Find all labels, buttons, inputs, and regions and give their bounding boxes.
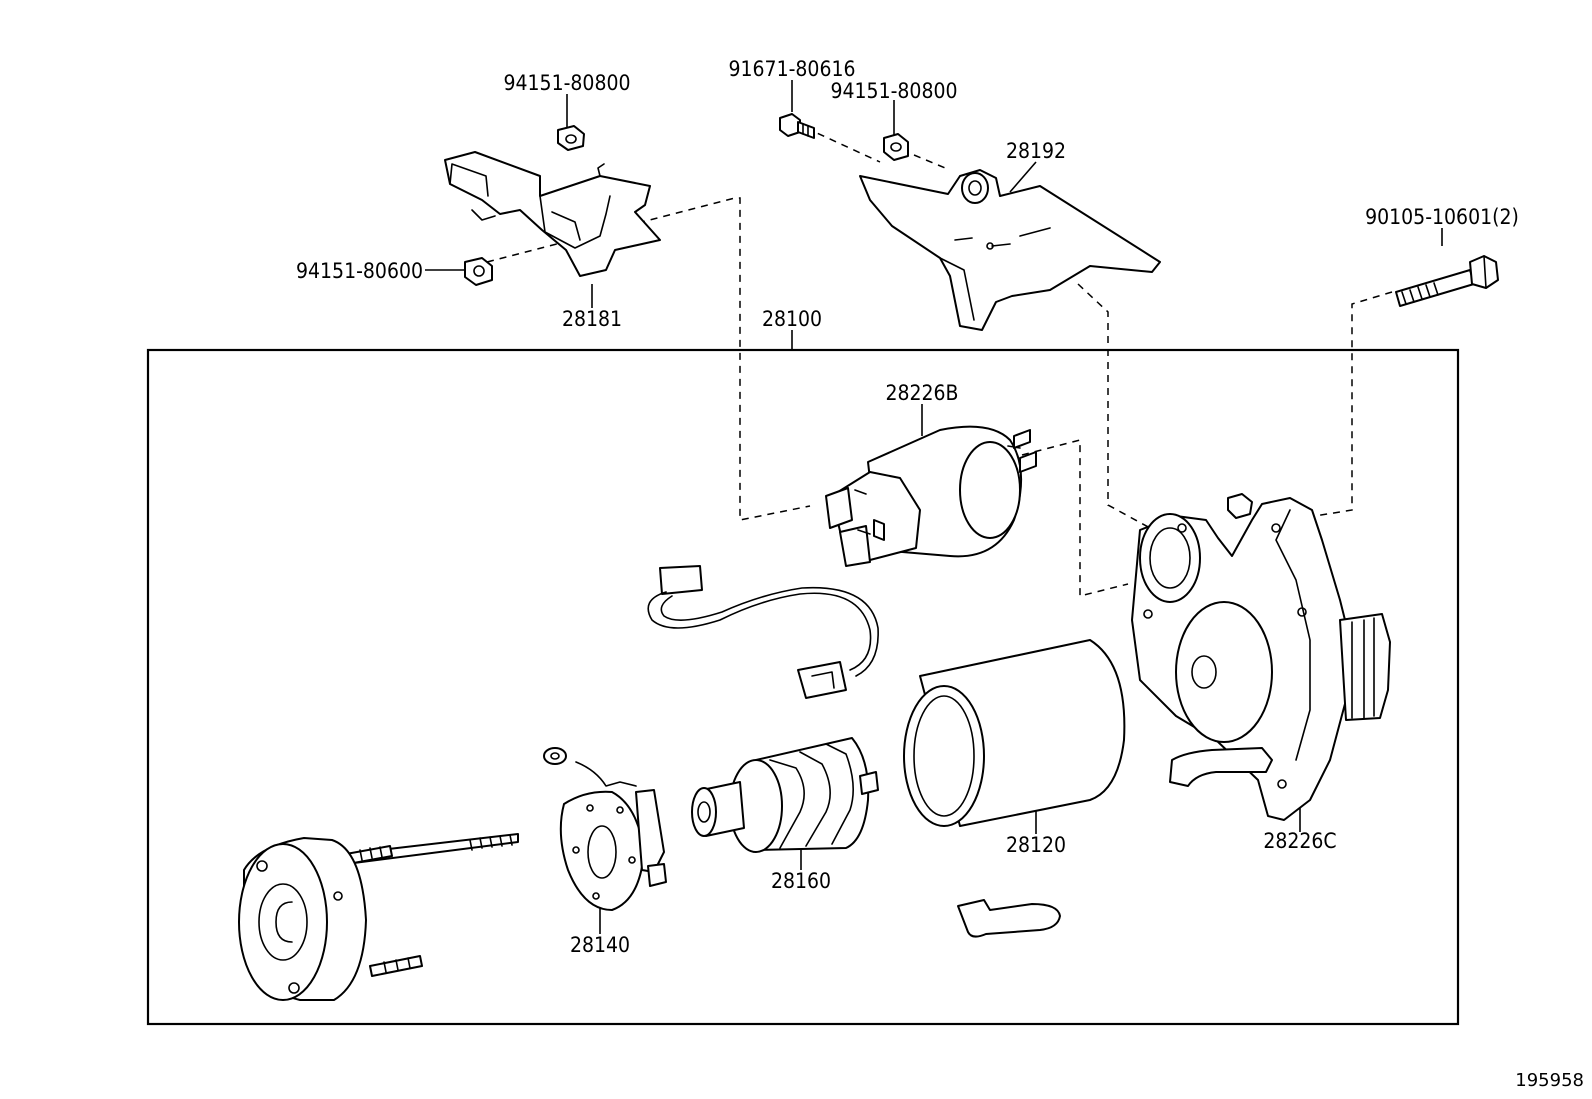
callout-28120: 28120: [1006, 833, 1066, 857]
bolt-90105-10601: [1395, 255, 1499, 307]
solenoid-switch-28226b: [825, 425, 1037, 567]
leader-lines: [425, 80, 1443, 934]
callout-labels: 94151-80800 94151-80600 28181 91671-8061…: [296, 57, 1519, 957]
starter-housing-28226c: [1131, 493, 1391, 821]
callout-90105-10601: 90105-10601(2): [1365, 205, 1519, 229]
bolt-91671-80616: [779, 113, 815, 139]
nut-94151-80600: [464, 257, 493, 286]
lever: [957, 899, 1061, 938]
callout-28192: 28192: [1006, 139, 1066, 163]
callout-28140: 28140: [570, 933, 630, 957]
nut-94151-80800-left: [557, 125, 585, 151]
callout-28100: 28100: [762, 307, 822, 331]
armature-28160: [691, 737, 879, 853]
brush-holder-28140: [543, 747, 667, 911]
figure-id: 195958: [1515, 1070, 1584, 1091]
callout-28226b: 28226B: [885, 381, 958, 405]
callout-94151-80600: 94151-80600: [296, 259, 423, 283]
yoke-28120: [903, 639, 1126, 827]
callout-28226c: 28226C: [1263, 829, 1336, 853]
bracket-28192: [859, 169, 1161, 331]
bracket-28181: [444, 151, 661, 277]
wire-lead: [647, 565, 879, 699]
nut-94151-80800-right: [883, 133, 909, 161]
assembly-guide-lines: [486, 127, 1393, 597]
callout-28181: 28181: [562, 307, 622, 331]
callout-28160: 28160: [771, 869, 831, 893]
callout-91671-80616: 91671-80616: [729, 57, 856, 81]
end-frame: [238, 833, 519, 1001]
callout-94151-80800-right: 94151-80800: [831, 79, 958, 103]
assembly-frame: [146, 348, 1460, 1026]
callout-94151-80800-left: 94151-80800: [504, 71, 631, 95]
